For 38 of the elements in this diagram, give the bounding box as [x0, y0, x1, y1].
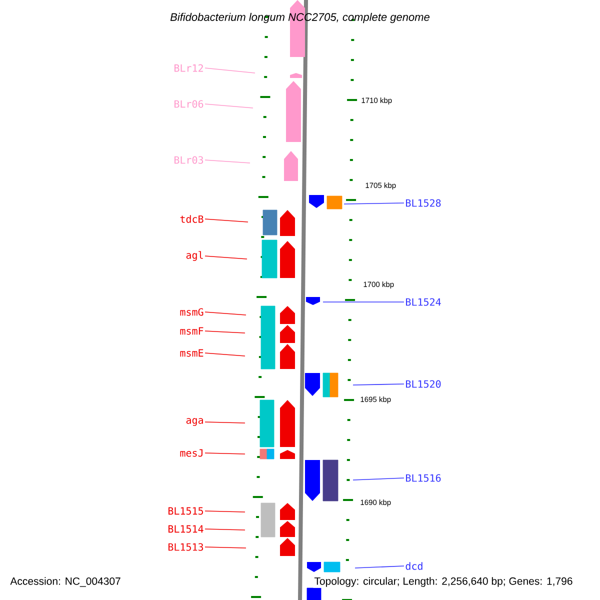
leader-line [204, 422, 246, 424]
leader-line [204, 352, 246, 356]
gene-label: BL1524 [406, 298, 441, 306]
gene-label: BL1513 [168, 543, 204, 551]
leader-line [204, 528, 246, 530]
leader-line [204, 312, 246, 316]
leader-line [204, 68, 256, 74]
gene-label: BLr03 [174, 156, 204, 164]
gene-label: msmG [180, 308, 204, 316]
leader-line [344, 202, 404, 204]
footer-text: Topology: circular; Length: 2,256,640 bp; Genes: 1,796 [313, 576, 574, 588]
leader-line [204, 160, 250, 164]
leader-line [354, 566, 404, 568]
gene-label: BLr06 [174, 100, 204, 108]
leader-line [352, 478, 404, 480]
title: Bifidobacterium longum NCC2705, complete genome [170, 12, 430, 24]
leader-line [204, 510, 246, 512]
gene-label: tdcB [180, 215, 204, 223]
leader-line [204, 330, 246, 334]
leader-line [204, 546, 246, 548]
leader-line [352, 384, 404, 386]
leader-line [204, 452, 246, 454]
gene-label: BL1514 [168, 525, 204, 533]
gene-label: BL1515 [168, 507, 203, 515]
gene-label: msmE [180, 349, 204, 357]
gene-label: aga [186, 418, 203, 426]
gene-label: dcd [406, 562, 422, 570]
footer-text: Accession: NC_004307 [9, 576, 122, 588]
leader-line [204, 256, 248, 260]
gene-label: agl [186, 251, 203, 261]
gene-label: BLr12 [174, 64, 203, 72]
leader-line [204, 104, 254, 108]
gene-label: mesJ [180, 449, 202, 457]
gene-label: BL1516 [406, 474, 441, 482]
gene-label: msmF [180, 327, 204, 335]
leader-line [204, 218, 248, 222]
gene-label: BL1520 [406, 380, 441, 388]
gene-label: BL1528 [406, 199, 441, 207]
